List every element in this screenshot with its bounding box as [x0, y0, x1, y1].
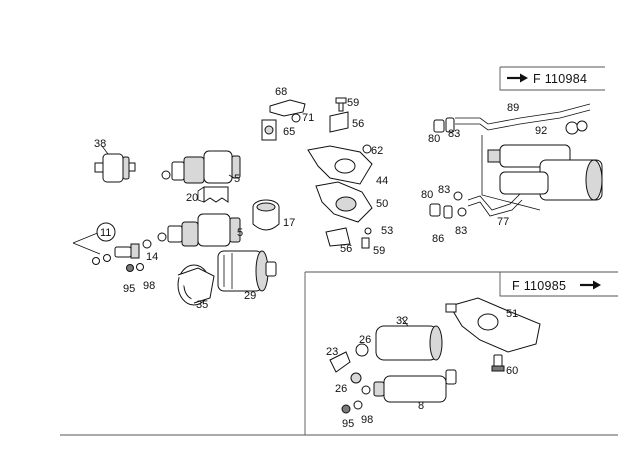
callout-77: 77: [497, 216, 509, 228]
callout-98-lower: 98: [361, 414, 373, 426]
sleeve-part: [252, 199, 280, 231]
callout-14: 14: [146, 251, 158, 263]
fuel-pump-lower: [157, 213, 241, 247]
clamp-band-part: [177, 264, 215, 306]
callout-5-lower: 5: [237, 227, 243, 239]
bolt-part: [491, 354, 505, 372]
callout-83-upper: 83: [448, 128, 460, 140]
clip-upper: [329, 97, 349, 133]
callout-29: 29: [244, 290, 256, 302]
callout-83-third: 83: [455, 225, 467, 237]
lower-reference-frame: [304, 271, 618, 435]
pump-holder-upper: [307, 144, 373, 185]
reference-f110985: F 110985: [512, 279, 601, 293]
callout-11-circle: [96, 222, 116, 242]
callout-95-upper: 95: [123, 283, 135, 295]
arrow-head-icon: [593, 280, 601, 290]
reference-label-lower: F 110985: [512, 279, 566, 293]
filter-lower: [375, 317, 443, 361]
callout-38: 38: [94, 138, 106, 150]
callout-56-upper: 56: [352, 118, 364, 130]
fuel-line-upper: [433, 103, 591, 135]
filter-part: [217, 250, 277, 292]
twin-pump-assembly: [481, 135, 603, 211]
callout-23: 23: [326, 346, 338, 358]
hose-connector: [329, 343, 369, 384]
fuel-pump-upper: [161, 150, 241, 184]
callout-92: 92: [535, 125, 547, 137]
arrow-head-icon: [520, 73, 528, 83]
callout-35: 35: [196, 299, 208, 311]
pump-holder-lower: [315, 181, 373, 223]
clip-lower: [325, 227, 372, 249]
callout-51: 51: [506, 308, 518, 320]
callout-95-lower: 95: [342, 418, 354, 430]
callout-44: 44: [376, 175, 388, 187]
callout-68: 68: [275, 86, 287, 98]
callout-62: 62: [371, 145, 383, 157]
callout-60: 60: [506, 365, 518, 377]
callout-71: 71: [302, 112, 314, 124]
callout-98-upper: 98: [143, 280, 155, 292]
callout-labels: 38 5 20 5 17 11 14 95 98 35 29 68 71 65 …: [94, 86, 547, 430]
bracket-lower: [445, 297, 541, 353]
callout-17: 17: [283, 217, 295, 229]
accumulator-part: [94, 145, 136, 183]
callout-59-upper: 59: [347, 97, 359, 109]
callout-20: 20: [186, 192, 198, 204]
callout-26-lower: 26: [335, 383, 347, 395]
callout-11: 11: [100, 227, 111, 239]
washers-lower: [341, 400, 363, 414]
fitting-assembly: [72, 231, 152, 272]
reference-label-upper: F 110984: [533, 72, 587, 86]
fuel-hose-lower: [429, 191, 523, 219]
callout-8: 8: [418, 400, 424, 412]
callout-26-upper: 26: [359, 334, 371, 346]
callout-50: 50: [376, 198, 388, 210]
callout-89: 89: [507, 102, 519, 114]
callout-86: 86: [432, 233, 444, 245]
inline-pump: [361, 369, 457, 403]
bracket-part: [197, 186, 229, 203]
callout-83-lower: 83: [438, 184, 450, 196]
reference-f110984: F 110984: [507, 72, 587, 86]
callout-65: 65: [283, 126, 295, 138]
callout-56-lower: 56: [340, 243, 352, 255]
callout-32: 32: [396, 315, 408, 327]
rubber-mount-cluster: [261, 99, 306, 141]
callout-80-lower: 80: [421, 189, 433, 201]
callout-59-lower: 59: [373, 245, 385, 257]
callout-5-upper: 5: [234, 173, 240, 185]
callout-53: 53: [381, 225, 393, 237]
upper-reference-frame: [499, 66, 605, 91]
callout-80-upper: 80: [428, 133, 440, 145]
